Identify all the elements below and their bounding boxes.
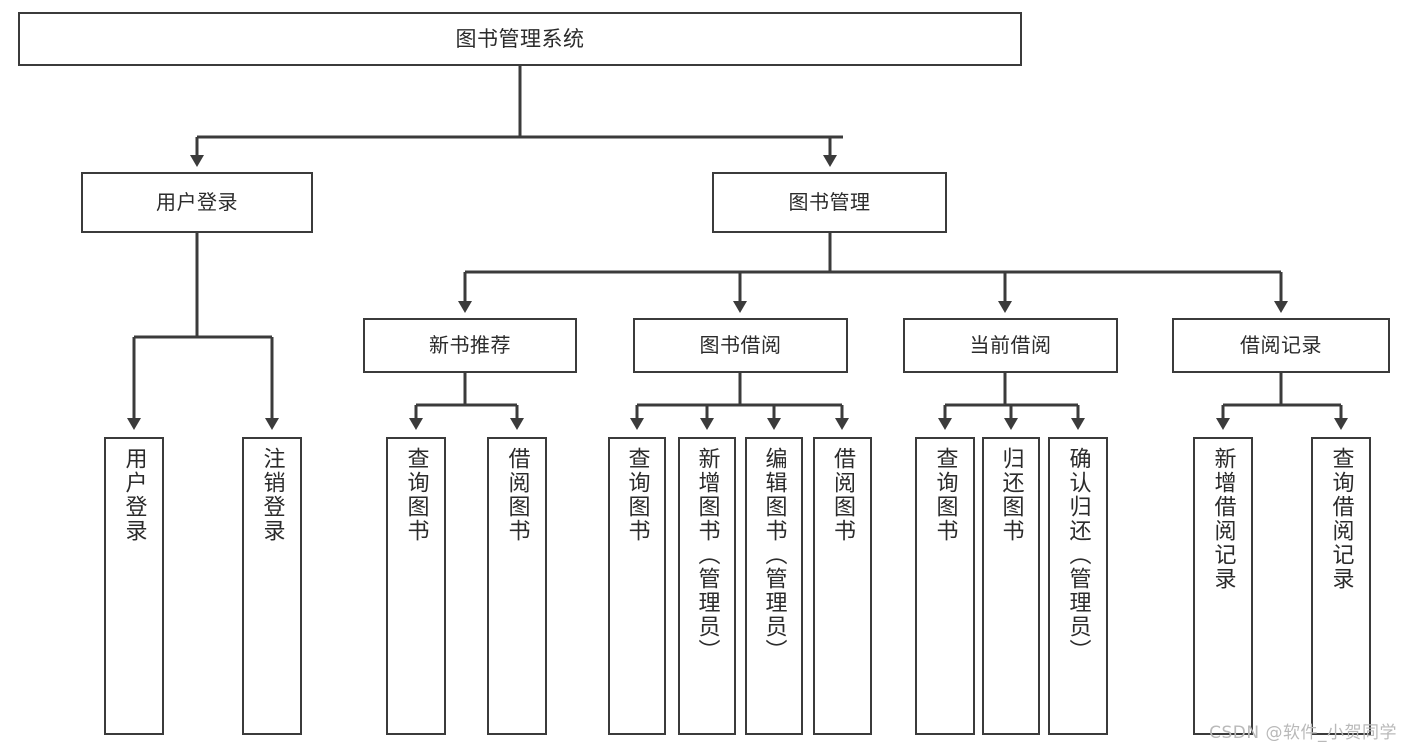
node-leaf-user-login-label: 用户登录: [121, 447, 147, 543]
node-leaf-borrow-book-1[interactable]: 借阅图书: [487, 437, 547, 735]
node-leaf-user-logout-label: 注销登录: [259, 447, 285, 543]
node-book-manage-label: 图书管理: [788, 189, 871, 214]
node-current-borrow[interactable]: 当前借阅: [903, 318, 1118, 373]
node-leaf-borrow-book-1-label: 借阅图书: [504, 447, 530, 543]
node-leaf-confirm-return[interactable]: 确认归还（管理员）: [1048, 437, 1108, 735]
node-leaf-query-record-label: 查询借阅记录: [1328, 447, 1354, 591]
node-borrow-record-label: 借阅记录: [1240, 332, 1322, 357]
node-leaf-borrow-book-2[interactable]: 借阅图书: [813, 437, 872, 735]
node-borrow-record[interactable]: 借阅记录: [1172, 318, 1390, 373]
node-leaf-query-record[interactable]: 查询借阅记录: [1311, 437, 1371, 735]
node-leaf-edit-book-label: 编辑图书（管理员）: [761, 447, 787, 663]
node-leaf-add-record[interactable]: 新增借阅记录: [1193, 437, 1253, 735]
node-leaf-borrow-book-2-label: 借阅图书: [830, 447, 856, 543]
node-new-book-rec[interactable]: 新书推荐: [363, 318, 577, 373]
node-book-borrow[interactable]: 图书借阅: [633, 318, 848, 373]
node-leaf-confirm-return-label: 确认归还（管理员）: [1065, 447, 1091, 663]
node-user-login[interactable]: 用户登录: [81, 172, 313, 233]
node-leaf-query-book-3[interactable]: 查询图书: [915, 437, 975, 735]
node-book-manage[interactable]: 图书管理: [712, 172, 947, 233]
node-root[interactable]: 图书管理系统: [18, 12, 1022, 66]
node-leaf-return-book-label: 归还图书: [998, 447, 1024, 543]
node-user-login-label: 用户登录: [156, 189, 238, 214]
node-leaf-query-book-2[interactable]: 查询图书: [608, 437, 666, 735]
node-leaf-query-book-1[interactable]: 查询图书: [386, 437, 446, 735]
node-leaf-edit-book[interactable]: 编辑图书（管理员）: [745, 437, 803, 735]
node-leaf-user-logout[interactable]: 注销登录: [242, 437, 302, 735]
node-leaf-add-book-label: 新增图书（管理员）: [694, 447, 720, 663]
node-leaf-query-book-2-label: 查询图书: [624, 447, 650, 543]
node-leaf-query-book-3-label: 查询图书: [932, 447, 958, 543]
node-book-borrow-label: 图书借阅: [699, 332, 782, 357]
node-leaf-return-book[interactable]: 归还图书: [982, 437, 1040, 735]
node-leaf-add-record-label: 新增借阅记录: [1210, 447, 1236, 591]
node-leaf-user-login[interactable]: 用户登录: [104, 437, 164, 735]
csdn-watermark: CSDN @软件_小贺同学: [1209, 723, 1397, 743]
node-root-label: 图书管理系统: [455, 26, 585, 51]
node-new-book-rec-label: 新书推荐: [429, 332, 511, 357]
node-leaf-query-book-1-label: 查询图书: [403, 447, 429, 543]
node-leaf-add-book[interactable]: 新增图书（管理员）: [678, 437, 736, 735]
node-current-borrow-label: 当前借阅: [969, 332, 1052, 357]
